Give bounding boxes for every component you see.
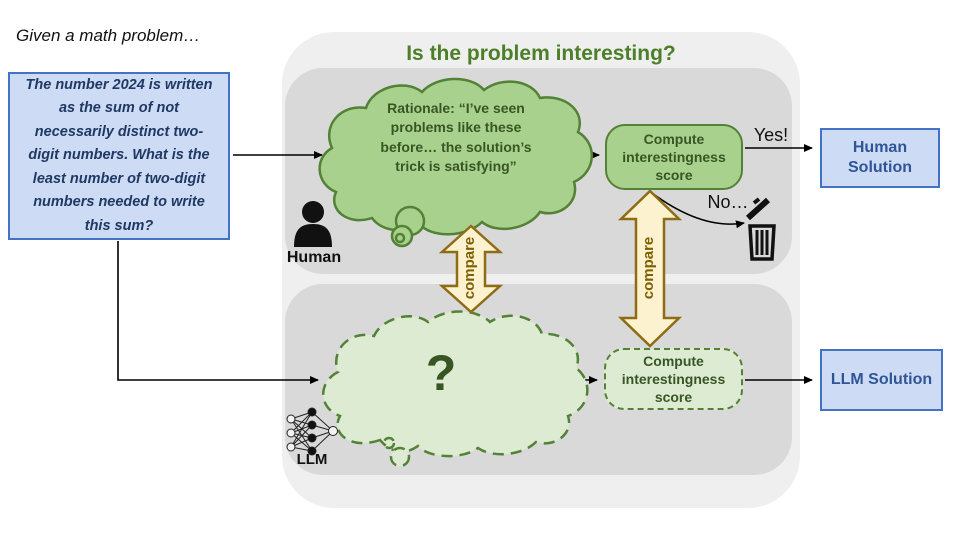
compare-label-scores: compare bbox=[640, 236, 657, 300]
page-title: Is the problem interesting? bbox=[406, 42, 676, 65]
arrow-no-to-trash bbox=[651, 192, 745, 229]
llm-icon bbox=[286, 407, 338, 456]
arrow-problem-to-llm-cloud bbox=[117, 241, 319, 384]
intro-label: Given a math problem… bbox=[16, 26, 201, 45]
llm-compute-score-box: Compute interestingness score bbox=[604, 348, 743, 410]
no-label: No… bbox=[707, 192, 749, 212]
llm-actor-label: LLM bbox=[296, 451, 328, 468]
human-actor-label: Human bbox=[286, 249, 342, 266]
llm-icon-nodes bbox=[286, 407, 338, 456]
math-problem-box: The number 2024 is written as the sum of… bbox=[8, 72, 230, 240]
yes-label: Yes! bbox=[753, 125, 789, 145]
llm-solution-box: LLM Solution bbox=[820, 349, 943, 411]
llm-icon-edges bbox=[290, 411, 334, 452]
human-rationale-text: Rationale: “I’ve seen problems like thes… bbox=[380, 100, 532, 174]
compare-label-clouds: compare bbox=[461, 236, 478, 300]
human-icon bbox=[294, 201, 332, 247]
compare-arrow-scores bbox=[617, 189, 683, 348]
compare-arrows bbox=[438, 189, 683, 348]
llm-rationale-placeholder: ? bbox=[425, 345, 457, 401]
llm-thought-cloud bbox=[322, 310, 589, 468]
human-solution-box: Human Solution bbox=[820, 128, 940, 188]
trash-icon bbox=[745, 197, 776, 261]
human-thought-cloud bbox=[318, 77, 594, 248]
human-compute-score-box: Compute interestingness score bbox=[605, 124, 743, 190]
compare-arrow-clouds bbox=[438, 224, 504, 314]
math-problem-text: The number 2024 is written as the sum of… bbox=[25, 76, 213, 234]
